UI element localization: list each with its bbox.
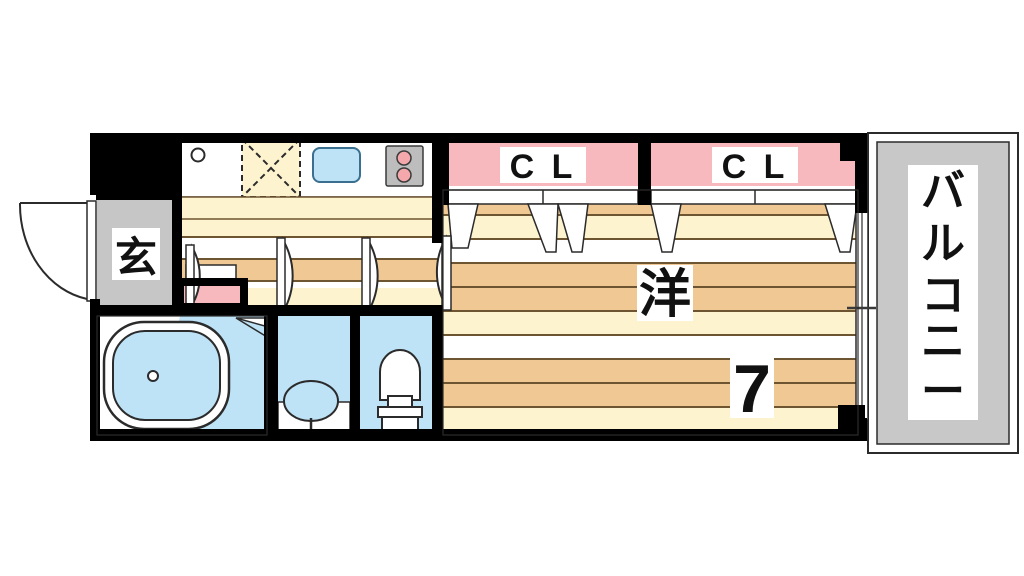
entrance-label: 玄 [115, 234, 157, 281]
door-leaf-main-room[interactable] [441, 235, 452, 311]
closet-left-panel-1[interactable] [447, 203, 479, 249]
wall-shoebox-bottom [176, 303, 248, 313]
main-room-labels: 洋 7 [637, 265, 774, 427]
closet-right-panel-1[interactable] [650, 203, 682, 253]
wall-bath-inner [264, 316, 268, 435]
bathtub-drain [147, 370, 159, 382]
sliding-glass-door[interactable] [847, 211, 876, 421]
wet-areas [97, 316, 432, 436]
wall-between-closets [638, 143, 651, 205]
entrance-label-backing [112, 228, 160, 280]
main-room-label-backing [637, 265, 693, 321]
closet-left-label: C L [510, 148, 577, 186]
wall-right-notch [840, 143, 865, 161]
kitchen-sink [312, 147, 361, 183]
balcony-label-char-3: ニ [921, 317, 965, 366]
wall-room-left-stub [432, 195, 443, 243]
door-leaf-washroom[interactable] [276, 237, 286, 313]
stove-burner-1 [396, 150, 412, 166]
wall-left-upper [90, 133, 100, 195]
closet-left-panel-2[interactable] [526, 203, 559, 253]
door-leaf-bath[interactable] [185, 244, 195, 308]
wall-entrance-top [96, 190, 180, 200]
main-room-size-label: 7 [733, 351, 771, 427]
toilet-bowl [379, 349, 421, 401]
wall-washroom-toilet-divider [266, 316, 278, 435]
kitchen-area [179, 138, 443, 220]
wall-entrance-right [172, 190, 182, 316]
balcony-area: バ ル コ ニ ー [867, 132, 1019, 454]
closet-right-label-backing [712, 147, 798, 183]
wall-top [90, 133, 865, 143]
bathroom-outline [96, 315, 268, 436]
balcony-label-char-2: コ [921, 271, 965, 320]
balcony-label-char-4: ー [921, 367, 965, 416]
closet-left-panel-3[interactable] [557, 203, 589, 253]
balcony-label: バ ル コ ニ ー [908, 165, 978, 420]
washing-machine-space [241, 138, 301, 198]
wall-closet-left-end [443, 143, 449, 205]
floor-outlines [96, 189, 859, 436]
bathtub [112, 330, 221, 421]
hall-door-swings [185, 234, 452, 316]
gas-stove [385, 145, 424, 187]
balcony-label-char-1: ル [921, 219, 965, 268]
main-room-label: 洋 [639, 266, 691, 324]
wall-toilet-divider [350, 316, 360, 435]
wall-pier-bottom-right [838, 405, 865, 435]
closet-left-label-backing [500, 147, 586, 183]
wall-shoebox-top [176, 278, 248, 286]
wall-hall-wet-divider [90, 305, 442, 316]
main-room-size-backing [730, 350, 774, 418]
counter-drain [190, 147, 206, 163]
counter-front-band [179, 196, 443, 220]
wall-left-lower [90, 299, 100, 439]
wall-shoebox-left [176, 278, 184, 313]
wall-wet-room-right [432, 305, 443, 441]
closet-right-panel-2[interactable] [823, 203, 858, 253]
balcony-label-char-0: バ [921, 167, 965, 216]
wall-top-left-block [90, 133, 182, 195]
closet-right-door-track[interactable] [650, 189, 858, 205]
main-room-outline [442, 189, 859, 436]
balcony-label-backing [908, 165, 978, 420]
stove-burner-2 [396, 167, 412, 183]
closet-left: C L [447, 142, 639, 253]
entrance-door-leaf[interactable] [86, 200, 97, 302]
stove-body [385, 145, 424, 187]
washbasin [283, 380, 339, 422]
entrance-door-swing-arc [18, 202, 88, 300]
wall-shoebox-right [240, 278, 248, 313]
wall-kitchen-room-divider [432, 143, 443, 243]
washer-x-2 [241, 138, 301, 198]
door-leaf-toilet[interactable] [361, 237, 371, 313]
closet-right-label: C L [722, 148, 789, 186]
toilet-base [377, 406, 423, 418]
